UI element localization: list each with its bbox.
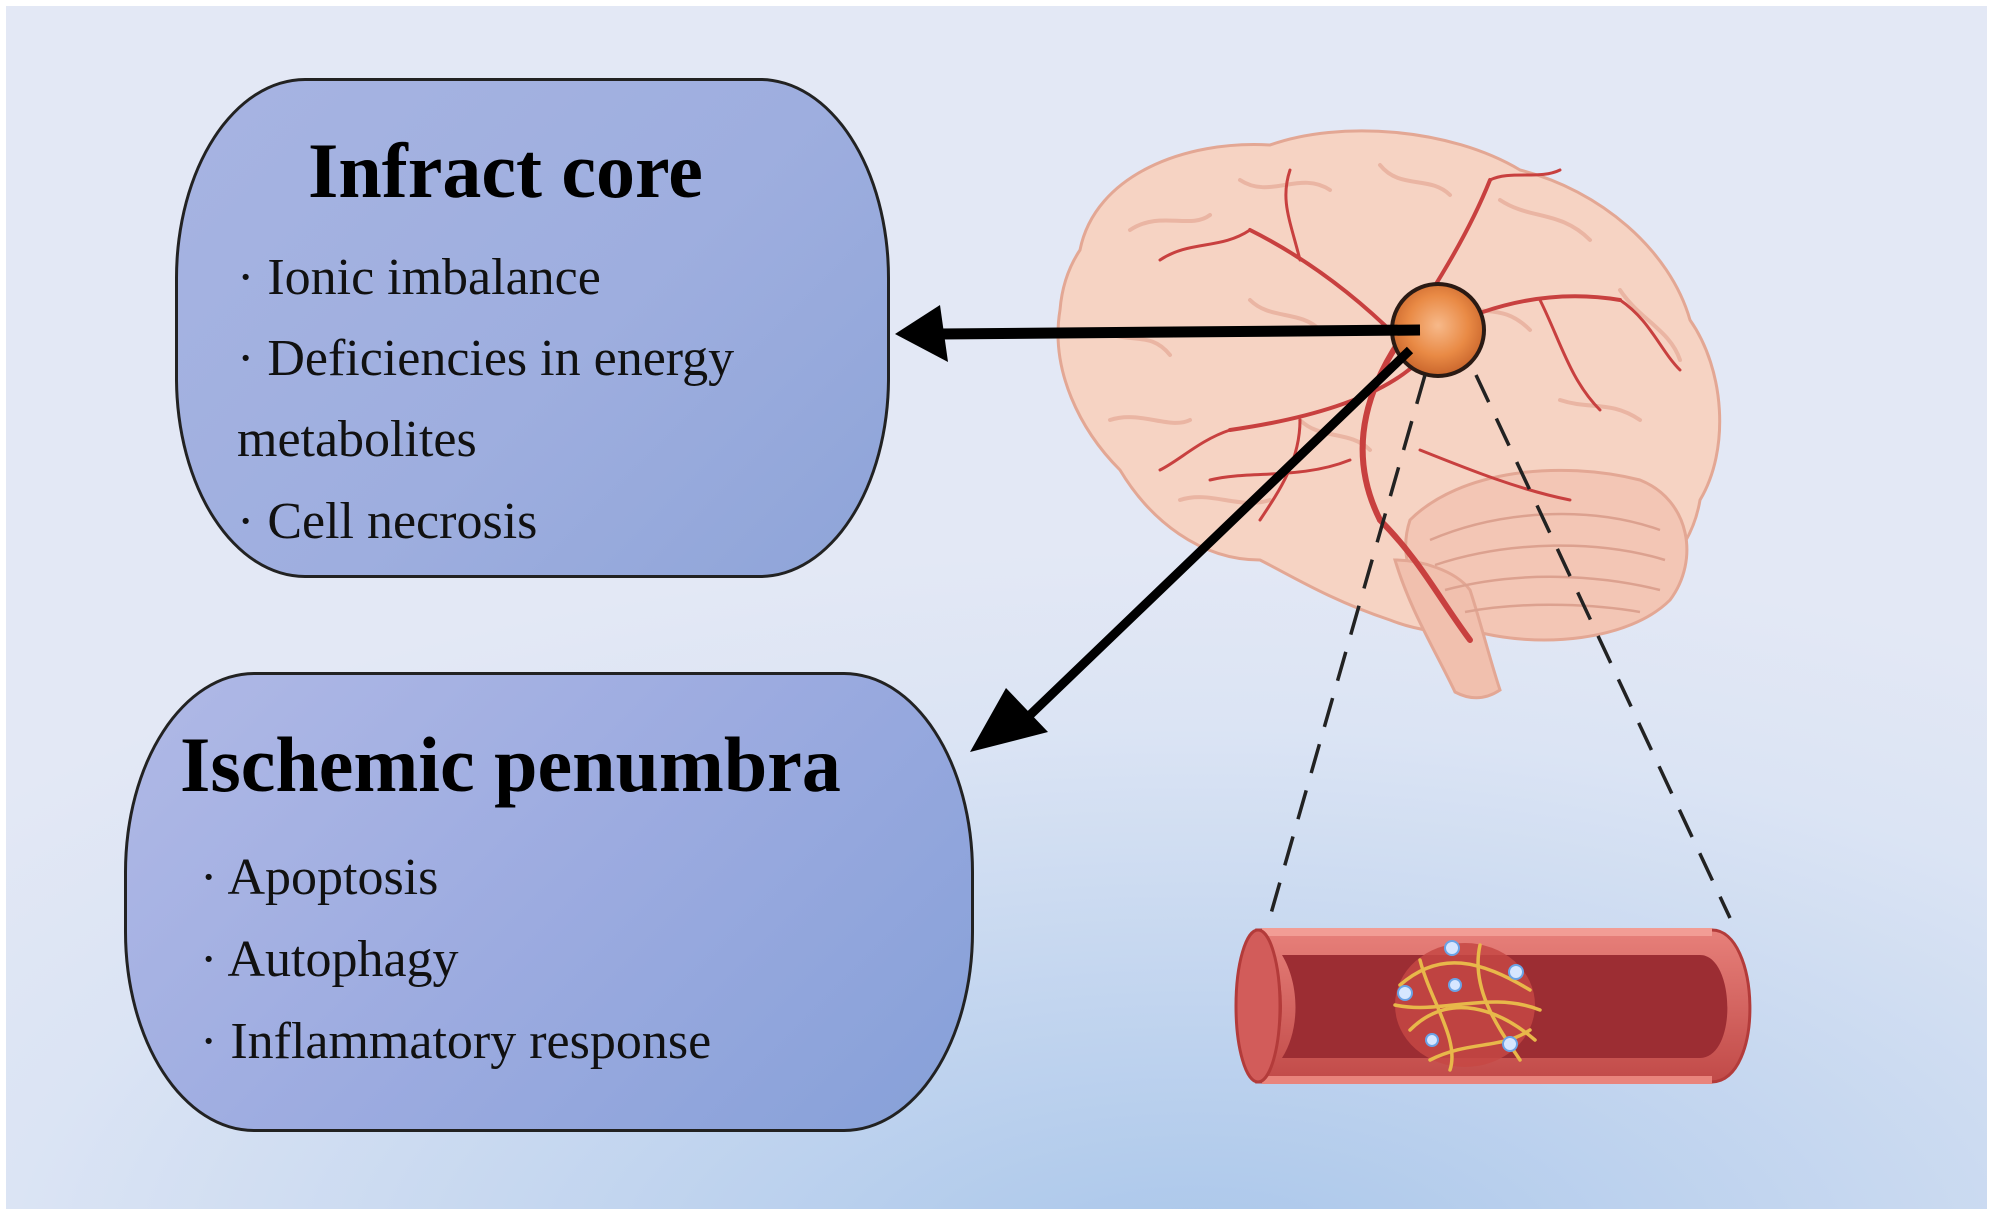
- arrow-to-infract-core: [939, 324, 1421, 340]
- brainstem: [1392, 558, 1502, 700]
- clot: [1393, 940, 1542, 1072]
- infract-core-title: Infract core: [308, 127, 703, 214]
- infract-core-item: metabolites: [237, 411, 477, 468]
- ischemic-penumbra-item: · Apoptosis: [200, 849, 439, 906]
- infract-core-item: · Ionic imbalance: [237, 249, 601, 306]
- arrow-head-penumbra: [970, 688, 1048, 752]
- brain-folds: [1098, 163, 1682, 505]
- ischemic-penumbra-title: Ischemic penumbra: [180, 721, 841, 808]
- cerebellum-lines: [1429, 512, 1666, 614]
- brain-illustration: [1056, 129, 1722, 700]
- arrows: [895, 305, 1421, 752]
- arrow-to-penumbra: [1026, 346, 1414, 719]
- ischemic-penumbra-item: · Autophagy: [200, 931, 459, 988]
- infract-core-item: · Deficiencies in energy: [237, 330, 735, 387]
- infract-core-box: [175, 78, 890, 578]
- infract-core-item: · Cell necrosis: [237, 493, 538, 550]
- blood-vessel-with-clot: [1234, 928, 1752, 1084]
- vessel-opening: [1234, 928, 1282, 1084]
- ischemic-penumbra-box: [124, 672, 974, 1132]
- ischemic-penumbra-item: · Inflammatory response: [200, 1013, 712, 1070]
- zoom-lines: [1260, 374, 1732, 946]
- arrow-head-infract-core: [895, 305, 948, 362]
